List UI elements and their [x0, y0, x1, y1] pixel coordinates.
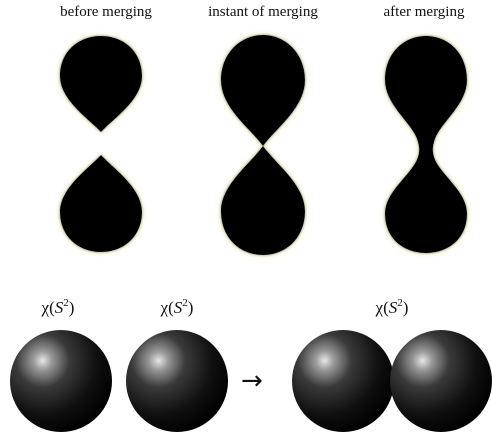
sphere-3-left	[292, 330, 394, 432]
instant-merging-shape	[221, 35, 305, 255]
merged-shape	[385, 36, 467, 253]
euler-label-sphere-1: χ(S2)	[41, 297, 75, 318]
right-arrow-icon: →	[241, 366, 263, 396]
after-merging-shape	[385, 36, 467, 253]
before-merging-shape	[60, 36, 142, 252]
euler-label-sphere-2: χ(S2)	[160, 297, 194, 318]
sphere-3-right	[390, 330, 492, 432]
lower-drop	[60, 155, 142, 252]
sphere-1	[10, 330, 112, 432]
caption-after-merging: after merging	[383, 4, 465, 20]
caption-instant-of-merging: instant of merging	[208, 4, 318, 20]
upper-drop	[60, 36, 142, 132]
sphere-2	[126, 330, 228, 432]
euler-label-merged: χ(S2)	[375, 297, 409, 318]
caption-before-merging: before merging	[60, 4, 152, 20]
pinched-shape	[221, 35, 305, 255]
